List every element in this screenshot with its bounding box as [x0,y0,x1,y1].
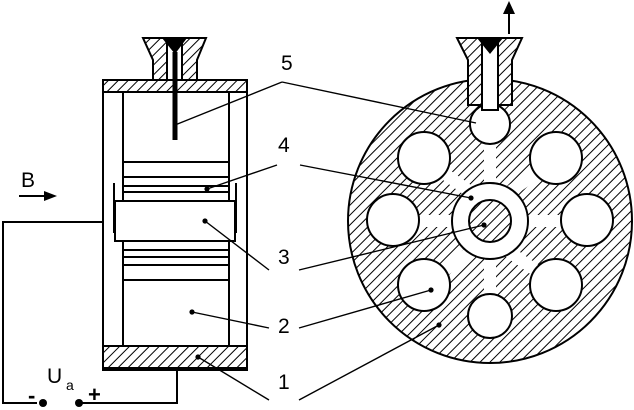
terminal-plus [75,399,83,407]
coupler-nozzle-right [477,38,503,54]
label-5: 5 [281,52,293,75]
field-label: B [21,169,35,192]
cathode-block [114,200,236,242]
arrow-up-icon [503,1,515,34]
terminal-minus [39,399,47,407]
arrow-right-icon [19,191,57,201]
voltage-label: U [47,365,62,388]
leader-lines [174,81,485,401]
side-view [102,37,248,371]
cavity-holes [366,103,614,339]
label-3: 3 [278,246,290,269]
cathode [468,199,512,243]
coupler-nozzle-left [162,38,187,54]
plus-sign: + [88,382,101,407]
bottom-base [102,345,248,369]
anode-circuit [2,221,178,404]
label-4: 4 [278,134,290,157]
cross-section-view [347,37,633,364]
label-2: 2 [278,315,290,338]
label-1: 1 [278,371,290,394]
minus-sign: - [28,383,35,408]
voltage-subscript: a [66,377,74,393]
